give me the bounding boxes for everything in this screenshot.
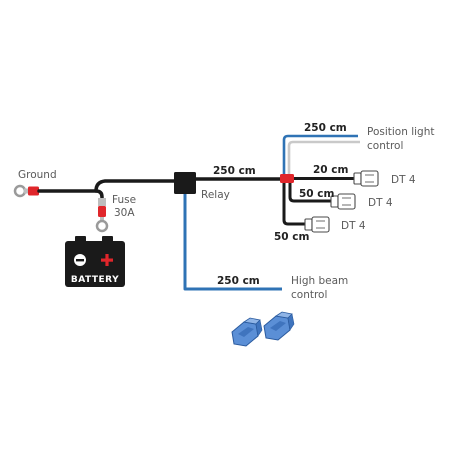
dt4-bot-label: DT 4 — [341, 220, 366, 232]
dt4-connector-bot — [304, 216, 330, 233]
dt4-connector-top — [353, 170, 379, 187]
position-light-wire-grey — [287, 140, 360, 176]
high-beam-wire-length-label: 250 cm — [217, 275, 260, 287]
ground-wire — [37, 179, 176, 193]
position-light-wire-blue — [282, 134, 358, 176]
fuse-rating-label: 30A — [114, 207, 135, 219]
position-wire-length-label: 250 cm — [304, 122, 347, 134]
relay-label: Relay — [201, 189, 230, 201]
fuse — [94, 189, 109, 233]
dt4-connector-mid — [330, 193, 356, 210]
length-50cm-mid-label: 50 cm — [299, 188, 334, 200]
length-50cm-bot-label: 50 cm — [274, 231, 309, 243]
ground-terminal — [13, 184, 39, 198]
splitter-sleeve — [280, 174, 294, 183]
relay-box — [174, 172, 196, 194]
battery-label: BATTERY — [71, 275, 119, 285]
ground-label: Ground — [18, 169, 57, 181]
fuse-label: Fuse — [112, 194, 136, 206]
battery: BATTERY — [65, 236, 125, 287]
position-light-label-line1: Position light — [367, 126, 435, 138]
high-beam-label-line1: High beam — [291, 275, 348, 287]
high-beam-label-line2: control — [291, 289, 327, 301]
main-wire-length-label: 250 cm — [213, 165, 256, 177]
wire-tap-left — [231, 317, 263, 347]
length-20cm-label: 20 cm — [313, 164, 348, 176]
high-beam-wire — [183, 192, 282, 291]
dt4-mid-wire — [288, 183, 332, 203]
dt4-bot-wire — [282, 183, 306, 226]
position-light-label-line2: control — [367, 140, 403, 152]
dt4-top-label: DT 4 — [391, 174, 416, 186]
wire-tap-right — [263, 311, 295, 341]
dt4-mid-label: DT 4 — [368, 197, 393, 209]
